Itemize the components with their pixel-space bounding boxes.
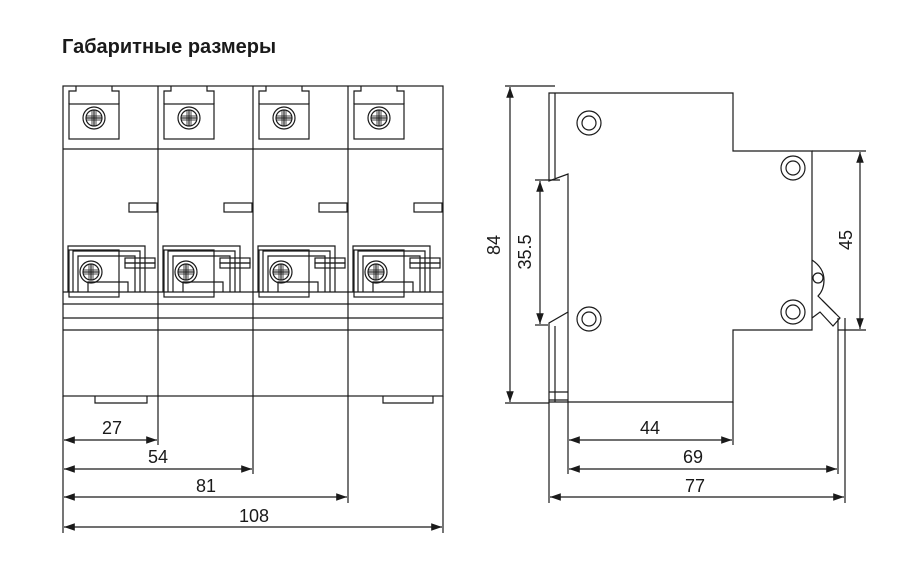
side-view: 84 35.5 45 44 69 77 bbox=[484, 85, 866, 503]
side-screw bbox=[780, 155, 806, 181]
din-clip bbox=[382, 396, 434, 404]
din-clip bbox=[94, 396, 148, 404]
pole-3 bbox=[258, 86, 347, 297]
pole-4 bbox=[353, 86, 442, 297]
dim-label-69: 69 bbox=[683, 447, 703, 467]
dim-label-27: 27 bbox=[102, 418, 122, 438]
dim-label-84: 84 bbox=[484, 235, 504, 255]
dim-label-108: 108 bbox=[239, 506, 269, 526]
pole-2 bbox=[163, 86, 252, 297]
page-title: Габаритные размеры bbox=[62, 36, 277, 58]
front-view: 27 54 81 108 bbox=[62, 85, 444, 533]
toggle-lever bbox=[811, 259, 841, 327]
dim-label-77: 77 bbox=[685, 476, 705, 496]
side-screw bbox=[576, 110, 602, 136]
dim-label-81: 81 bbox=[196, 476, 216, 496]
side-screw bbox=[780, 299, 806, 325]
dim-label-44: 44 bbox=[640, 418, 660, 438]
side-body-outline bbox=[548, 92, 813, 403]
dim-label-35-5: 35.5 bbox=[515, 234, 535, 269]
dim-label-45: 45 bbox=[836, 230, 856, 250]
pole-1 bbox=[68, 86, 157, 297]
side-screw bbox=[576, 306, 602, 332]
dim-label-54: 54 bbox=[148, 447, 168, 467]
